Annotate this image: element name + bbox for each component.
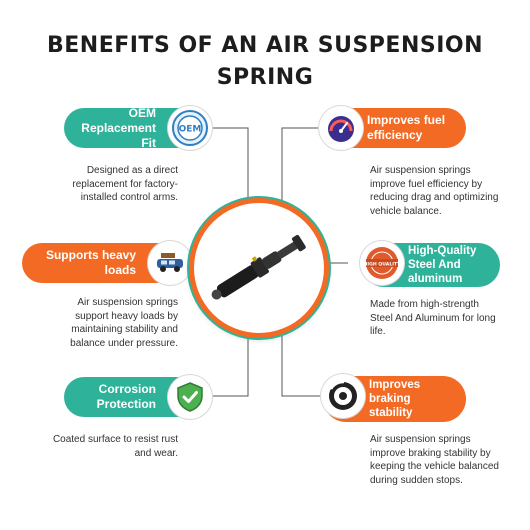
benefit-description: Air suspension springs improve fuel effi… <box>370 165 499 217</box>
benefit-description: Made from high-strength Steel And Alumin… <box>370 299 496 337</box>
benefit-description: Air suspension springs improve braking s… <box>370 434 499 486</box>
oem-badge-text: OEM <box>179 125 202 135</box>
quality-seal-text: HIGH QUALITY <box>364 261 402 267</box>
benefit-heading: Improves <box>369 379 421 391</box>
benefit-braking-stability: Improves braking stability <box>321 374 466 422</box>
benefit-description: Designed as a direct replacement for fac… <box>72 165 178 203</box>
benefit-description: Air suspension springs support heavy loa… <box>70 297 178 349</box>
benefit-high-quality: HIGH QUALITY High-Quality Steel And alum… <box>360 241 500 287</box>
benefit-heading: loads <box>104 263 136 277</box>
benefit-heading: OEM <box>128 105 156 120</box>
benefit-fuel-efficiency: Improves fuel efficiency <box>319 106 466 150</box>
oem-badge-icon: OEM <box>168 106 212 150</box>
benefit-heading: Improves fuel <box>367 113 446 127</box>
benefit-corrosion: Corrosion Protection <box>64 375 212 419</box>
fuel-gauge-icon <box>319 106 363 150</box>
benefit-heading: Replacement Fit <box>81 120 156 150</box>
benefit-heavy-loads: Supports heavy loads <box>22 241 192 285</box>
benefit-heading: efficiency <box>367 128 423 142</box>
benefit-heading: Protection <box>96 397 156 411</box>
loaded-car-icon <box>148 241 192 285</box>
title-line-2: SPRING <box>216 65 314 90</box>
benefit-heading: aluminum <box>408 273 463 285</box>
air-suspension-strut-image <box>189 198 329 338</box>
shield-check-icon <box>168 375 212 419</box>
benefit-heading: stability <box>369 407 413 419</box>
benefit-heading: Corrosion <box>98 382 156 396</box>
benefit-oem-fit: OEM Replacement Fit OEM <box>64 105 212 150</box>
benefit-heading: High-Quality <box>408 245 477 257</box>
benefit-heading: braking <box>369 393 411 405</box>
page-title: BENEFITS OF AN AIR SUSPENSION SPRING <box>0 30 530 94</box>
benefit-description: Coated surface to resist rust and wear. <box>52 434 178 459</box>
benefit-heading: Steel And <box>408 259 461 271</box>
quality-seal-icon: HIGH QUALITY <box>360 241 404 285</box>
strut-graphic <box>211 234 306 300</box>
title-line-1: BENEFITS OF AN AIR SUSPENSION <box>46 33 484 58</box>
brake-disc-icon <box>321 374 365 418</box>
benefit-heading: Supports heavy <box>45 248 136 262</box>
